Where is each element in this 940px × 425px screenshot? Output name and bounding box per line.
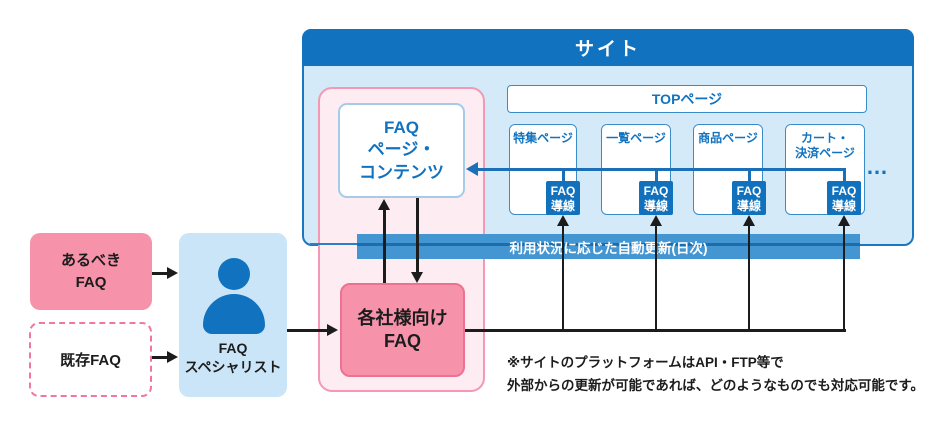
- ideal-faq-box: あるべき FAQ: [30, 233, 152, 310]
- page-label: 一覧ページ: [606, 131, 666, 145]
- blue-stub-list: [654, 169, 658, 182]
- faq-link-badge: FAQ 導線: [827, 181, 861, 215]
- existing-faq-box: 既存FAQ: [29, 322, 152, 397]
- black-riser-feature: [561, 225, 565, 331]
- top-page-label: TOPページ: [651, 91, 723, 107]
- person-icon-head: [218, 258, 250, 290]
- top-page-box: TOPページ: [507, 85, 867, 113]
- platform-note: ※サイトのプラットフォームはAPI・FTP等で 外部からの更新が可能であれば、ど…: [507, 355, 925, 393]
- faq-specialist-box: FAQ スペシャリスト: [179, 233, 287, 397]
- arrow-up-head-to-faq-content: [378, 199, 390, 210]
- arrow-up-shaft: [383, 209, 386, 283]
- faq-page-content-box: FAQ ページ・ コンテンツ: [338, 103, 465, 198]
- blue-arrowhead-to-faq-content: [466, 162, 478, 176]
- arrow-ideal-to-specialist-head: [167, 267, 178, 279]
- arrow-head-faq-link-list: [650, 215, 662, 226]
- black-riser-cart: [842, 225, 846, 331]
- auto-update-label: 利用状況に応じた自動更新(日次): [509, 240, 708, 256]
- black-riser-product: [747, 225, 751, 331]
- black-riser-list: [654, 225, 658, 331]
- faq-specialist-label: FAQ スペシャリスト: [184, 340, 282, 375]
- site-title: サイト: [574, 39, 641, 60]
- page-label: 特集ページ: [513, 131, 573, 145]
- faq-link-badge: FAQ 導線: [639, 181, 673, 215]
- arrow-existing-to-specialist-shaft: [152, 356, 168, 359]
- blue-stub-cart: [843, 169, 846, 182]
- arrow-down-shaft: [416, 198, 419, 273]
- blue-stub-product: [747, 169, 751, 182]
- site-border-overlap-line: [310, 243, 358, 245]
- page-label: 商品ページ: [698, 131, 758, 145]
- arrow-specialist-to-company-shaft: [287, 329, 328, 332]
- arrow-down-head-to-company-faq: [411, 272, 423, 283]
- blue-stub-feature: [561, 169, 565, 182]
- arrow-existing-to-specialist-head: [167, 351, 178, 363]
- arrow-head-faq-link-cart: [838, 215, 850, 226]
- faq-link-badge: FAQ 導線: [546, 181, 580, 215]
- more-pages-ellipsis: …: [866, 154, 889, 179]
- company-faq-box: 各社様向け FAQ: [340, 283, 465, 377]
- auto-update-bar: 利用状況に応じた自動更新(日次): [357, 234, 860, 259]
- arrow-ideal-to-specialist-shaft: [152, 272, 168, 275]
- arrow-head-faq-link-product: [743, 215, 755, 226]
- site-header: サイト: [302, 29, 914, 66]
- site-border-through-bar: [357, 243, 860, 246]
- arrow-head-faq-link-feature: [557, 215, 569, 226]
- faq-link-badge: FAQ 導線: [732, 181, 766, 215]
- person-icon-body: [203, 294, 265, 334]
- page-label: カート・ 決済ページ: [795, 131, 855, 160]
- arrow-specialist-to-company-head: [327, 324, 338, 336]
- blue-connector-line: [477, 167, 846, 171]
